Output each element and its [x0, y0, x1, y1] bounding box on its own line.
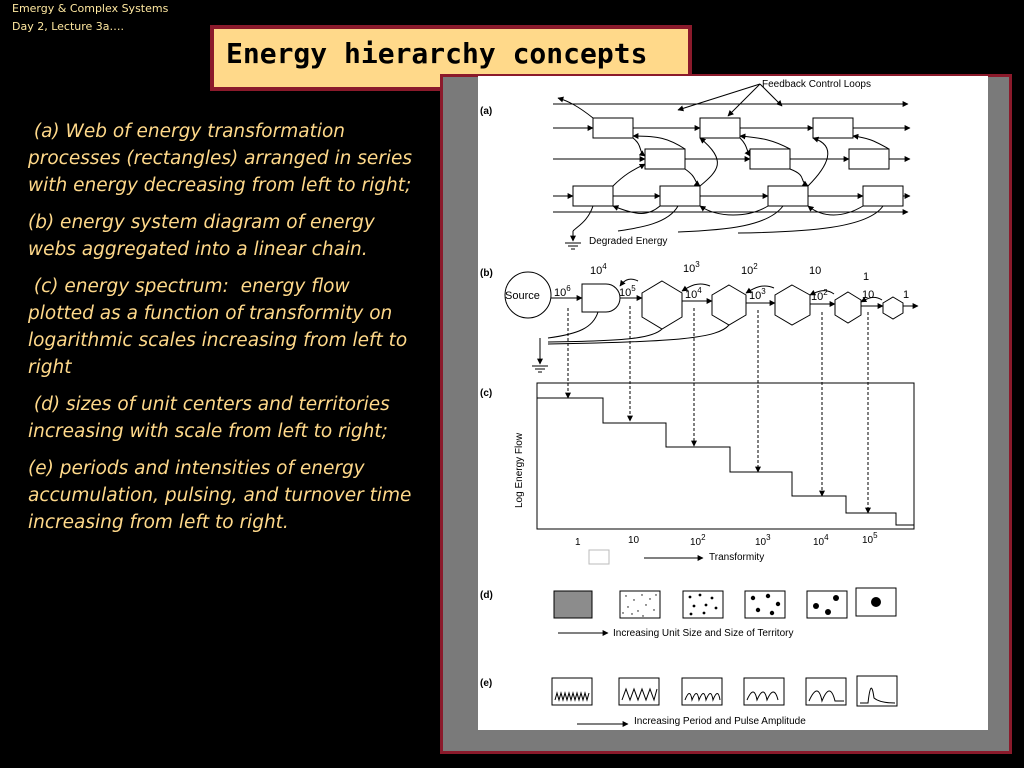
pulse-wave	[746, 691, 779, 702]
panel-a-label: (a)	[480, 106, 492, 117]
source-label: Source	[505, 290, 540, 302]
process-box	[848, 148, 890, 170]
ground-symbol-a	[565, 242, 581, 250]
flow-label-bottom: 102	[811, 288, 828, 303]
flow-label-bottom: 103	[749, 287, 766, 302]
hexagon-unit	[834, 291, 862, 324]
source-circle	[504, 271, 552, 319]
flow-label-top: 103	[683, 260, 700, 275]
pulse-box	[743, 677, 785, 706]
legend-blank-box	[588, 549, 610, 565]
projection-lines	[565, 306, 871, 514]
storage-tank	[581, 283, 621, 313]
process-box	[572, 185, 614, 207]
course-header-line1: Emergy & Complex Systems	[12, 2, 169, 15]
x-axis-label: Transformity	[709, 552, 764, 563]
hexagon-unit	[882, 296, 904, 320]
spectrum-plot-box	[536, 382, 915, 530]
web-flows	[553, 96, 911, 242]
pulse-wave	[684, 693, 721, 702]
process-box	[862, 185, 904, 207]
unit-size-caption: Increasing Unit Size and Size of Territo…	[613, 628, 793, 639]
hexagon-unit	[711, 284, 747, 326]
flow-label-top: 10	[809, 265, 821, 277]
territory-dots	[622, 593, 881, 617]
territory-box	[619, 590, 661, 619]
x-tick-label: 103	[755, 533, 771, 548]
chain-flows	[537, 278, 919, 365]
y-axis-label: Log Energy Flow	[514, 432, 525, 508]
x-tick-label: 10	[628, 535, 640, 546]
pulse-wave	[860, 687, 896, 704]
flow-label-top: 104	[590, 262, 607, 277]
process-box	[812, 117, 854, 139]
pulse-boxes	[551, 675, 898, 707]
web-processes	[572, 117, 904, 207]
paragraph-b: (b) energy system diagram of energy webs…	[28, 212, 375, 260]
x-tick-label: 102	[690, 533, 706, 548]
flow-label-bottom: 104	[685, 286, 702, 301]
process-box	[592, 117, 634, 139]
process-box	[699, 117, 741, 139]
process-box	[767, 185, 809, 207]
degraded-energy-label: Degraded Energy	[589, 236, 667, 247]
paragraph-e: (e) periods and intensities of energy ac…	[28, 458, 412, 533]
chain-units	[581, 280, 904, 330]
process-box	[644, 148, 686, 170]
flow-label-top: 102	[741, 262, 758, 277]
paragraph-a: (a) Web of energy transformation process…	[28, 121, 412, 196]
panel-c-label: (c)	[480, 388, 492, 399]
x-tick-label: 1	[575, 537, 581, 548]
paragraph-d: (d) sizes of unit centers and territorie…	[28, 394, 390, 442]
ground-symbol-b	[532, 365, 548, 373]
process-box	[749, 148, 791, 170]
pulse-wave	[808, 690, 844, 703]
slide-title: Energy hierarchy concepts	[226, 37, 648, 70]
panel-e-label: (e)	[480, 678, 492, 689]
pulse-box	[681, 677, 723, 706]
territory-box	[553, 590, 593, 619]
course-header-line2: Day 2, Lecture 3a….	[12, 20, 125, 33]
pulse-wave	[621, 687, 658, 702]
process-box	[659, 185, 701, 207]
slide-title-box: Energy hierarchy concepts	[210, 25, 692, 91]
description-column: (a) Web of energy transformation process…	[28, 118, 413, 546]
flow-label-bottom: 10	[862, 289, 874, 301]
hexagon-unit	[641, 280, 683, 330]
pulse-box	[551, 677, 593, 706]
pulse-wave	[554, 691, 590, 702]
feedback-loops-label: Feedback Control Loops	[762, 79, 871, 90]
energy-hierarchy-figure: (a) Feedback Control Loops	[480, 79, 919, 727]
flow-label-bottom: 105	[619, 284, 636, 299]
paragraph-c: (c) energy spectrum: energy flow plotted…	[28, 276, 408, 378]
flow-label-bottom: 1	[903, 289, 909, 301]
figure-panel: (a) Feedback Control Loops	[478, 76, 988, 730]
territory-boxes	[553, 587, 897, 619]
pulse-caption: Increasing Period and Pulse Amplitude	[634, 716, 806, 727]
pulse-box	[618, 677, 660, 706]
panel-d-label: (d)	[480, 590, 493, 601]
x-tick-label: 105	[862, 531, 878, 546]
flow-label-bottom: 106	[554, 284, 571, 299]
pulse-box	[856, 675, 898, 707]
panel-b-label: (b)	[480, 268, 493, 279]
flow-label-top: 1	[863, 271, 869, 283]
spectrum-step-line	[537, 397, 914, 526]
pulse-waves	[554, 687, 896, 704]
hexagon-unit	[774, 284, 811, 326]
x-tick-label: 104	[813, 533, 829, 548]
